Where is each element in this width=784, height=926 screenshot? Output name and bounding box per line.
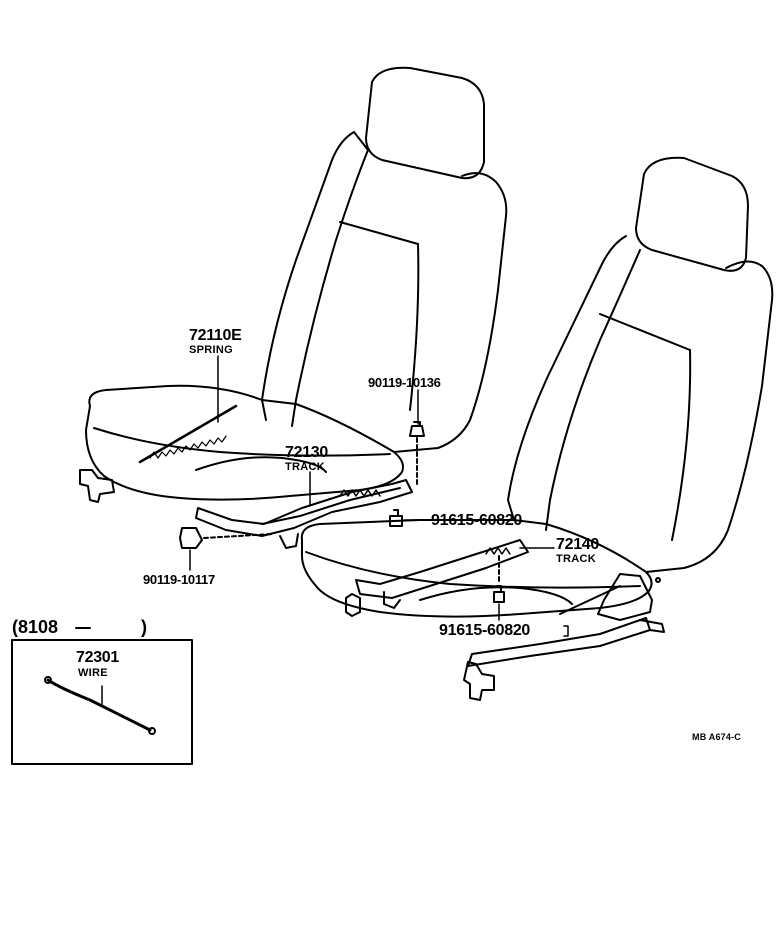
wire-inset [11, 627, 193, 765]
bolt-upper-icon [389, 509, 403, 527]
spring-part [138, 404, 238, 464]
bolt-upper-part-number: 91615-60820 [431, 512, 523, 529]
screw-left-leader [203, 533, 273, 539]
wire-end-left [44, 676, 52, 684]
right-cushion-seam [419, 586, 573, 605]
right-seat [300, 156, 774, 701]
right-seat-rail [467, 617, 651, 667]
left-cushion-front [93, 427, 391, 457]
screw-left-part-number: 90119-10117 [143, 572, 215, 587]
track-right-part-number: 72140 [556, 536, 599, 553]
wire-end-right [148, 727, 156, 735]
left-track-foot [279, 533, 299, 549]
left-backrest-inner [291, 149, 369, 427]
left-seat-track [195, 479, 413, 537]
right-cushion [300, 518, 653, 618]
figure-code: MB A674-C [692, 732, 741, 742]
right-track-spring [485, 547, 511, 555]
right-track-foot [383, 591, 401, 609]
right-track-knob [345, 593, 361, 617]
spring-part-coil [149, 435, 227, 459]
bolt-lower-part-number: 91615-60820 [439, 622, 531, 639]
leader-lines [189, 355, 569, 637]
right-recliner-lever [559, 585, 621, 615]
bolt-lower-icon [493, 585, 505, 603]
screw-top-part-number: 90119-10136 [368, 375, 441, 390]
left-cushion [85, 384, 404, 501]
inset-range-start: (8108 [12, 617, 59, 637]
right-backrest-side [671, 349, 692, 541]
bolt-lower-bracket-mark [563, 625, 569, 637]
right-headrest [635, 156, 749, 272]
wire-part-number: 72301 [76, 649, 119, 666]
inset-frame [11, 639, 193, 765]
inset-range-end: ) [141, 617, 147, 637]
right-backrest-panel [599, 313, 691, 351]
right-seat-track [355, 539, 529, 599]
track-right-name: TRACK [556, 553, 596, 565]
left-backrest-panel [339, 221, 419, 245]
wire-name: WIRE [78, 667, 108, 679]
left-seat [79, 66, 508, 549]
right-rear-clip [639, 619, 665, 633]
screw-top-icon [409, 421, 425, 437]
wire-part [46, 678, 152, 732]
left-headrest [365, 66, 485, 180]
left-backrest-side [409, 243, 420, 411]
left-backrest [261, 131, 508, 453]
track-left-part-number: 72130 [285, 444, 328, 461]
left-track-spring [339, 489, 381, 497]
spring-part-number: 72110E [189, 327, 242, 344]
left-cushion-seam [195, 456, 327, 473]
screw-left-icon [179, 527, 203, 549]
left-seat-bracket [79, 469, 115, 503]
right-backrest-inner [545, 249, 641, 531]
right-seat-base-bracket [463, 661, 495, 701]
track-left-name: TRACK [285, 461, 325, 473]
right-small-rivet [655, 577, 661, 583]
left-seat-track-inner [261, 487, 401, 525]
right-recliner-bracket [597, 573, 653, 621]
spring-name: SPRING [189, 344, 233, 356]
fasteners [179, 421, 505, 603]
right-cushion-front [305, 551, 641, 589]
right-backrest [507, 235, 774, 573]
